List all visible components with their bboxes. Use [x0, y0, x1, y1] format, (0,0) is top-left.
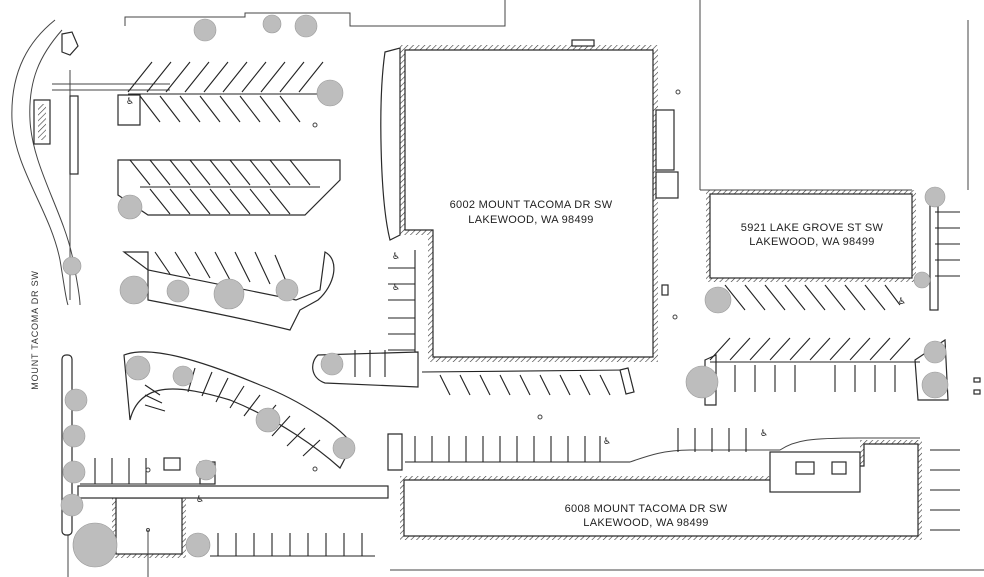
tree-icon: [62, 424, 86, 448]
tree-icon: [685, 365, 719, 399]
building-6008-mount-tacoma[interactable]: [400, 440, 922, 540]
accessible-parking-icon: ♿: [760, 429, 768, 439]
tree-icon: [117, 194, 143, 220]
stalls-south-row: [405, 428, 960, 531]
tree-icon: [185, 532, 211, 558]
stalls-row-2: [129, 159, 320, 215]
tree-icon: [320, 352, 344, 376]
tree-icon: [924, 186, 946, 208]
tree-icon: [60, 493, 84, 517]
tree-icon: [213, 278, 245, 310]
stalls-main-west: [354, 250, 416, 377]
building-6002-address-line2: LAKEWOOD, WA 98499: [468, 214, 593, 226]
building-6008-address-line2: LAKEWOOD, WA 98499: [583, 517, 708, 529]
mount-tacoma-road: [11, 19, 170, 536]
building-6002-address-line1: 6002 MOUNT TACOMA DR SW: [450, 199, 613, 211]
tree-icon: [125, 355, 151, 381]
accessible-parking-icon: ♿: [392, 283, 400, 293]
tree-icon: [332, 436, 356, 460]
stalls-east-middle: [709, 337, 920, 392]
accessible-parking-icon: ♿: [603, 437, 611, 447]
building-6002-mount-tacoma[interactable]: [380, 39, 679, 362]
stalls-row-1-top: [127, 61, 330, 95]
tree-icon: [193, 18, 217, 42]
site-fixtures: [145, 89, 981, 577]
building-small-southwest: [77, 485, 389, 558]
building-5921-lake-grove[interactable]: [706, 190, 916, 282]
tree-icon: [921, 371, 949, 399]
building-5921-address-line2: LAKEWOOD, WA 98499: [749, 236, 874, 248]
tree-icon: [172, 365, 194, 387]
accessible-parking-spaces: ♿ ♿ ♿ ♿ ♿ ♿ ♿: [126, 97, 906, 505]
parking-stalls: [80, 61, 960, 557]
accessible-parking-icon: ♿: [392, 252, 400, 262]
tree-icon: [64, 388, 88, 412]
tree-icon: [119, 275, 149, 305]
building-5921-address-line1: 5921 LAKE GROVE ST SW: [741, 222, 884, 234]
stalls-main-south: [421, 367, 635, 396]
stalls-row-1-bottom: [139, 95, 301, 123]
tree-icon: [255, 407, 281, 433]
tree-icon: [275, 278, 299, 302]
tree-icon: [704, 286, 732, 314]
tree-icon: [195, 459, 217, 481]
building-6008-address-line1: 6008 MOUNT TACOMA DR SW: [565, 503, 728, 515]
tree-icon: [913, 271, 931, 289]
tree-icon: [62, 256, 82, 276]
tree-icon: [294, 14, 318, 38]
stalls-southwest: [80, 458, 375, 557]
accessible-parking-icon: ♿: [126, 97, 134, 107]
building-labels: 6002 MOUNT TACOMA DR SW LAKEWOOD, WA 984…: [450, 199, 884, 529]
street-label-mount-tacoma: MOUNT TACOMA DR SW: [30, 270, 40, 389]
trees: [60, 14, 949, 568]
accessible-parking-icon: ♿: [898, 297, 906, 307]
tree-icon: [923, 340, 947, 364]
stalls-east-building: [724, 211, 960, 311]
tree-icon: [62, 460, 86, 484]
tree-icon: [166, 279, 190, 303]
tree-icon: [262, 14, 282, 34]
stalls-row-4-curved: [144, 367, 321, 457]
accessible-parking-icon: ♿: [196, 495, 204, 505]
tree-icon: [72, 522, 118, 568]
tree-icon: [316, 79, 344, 107]
